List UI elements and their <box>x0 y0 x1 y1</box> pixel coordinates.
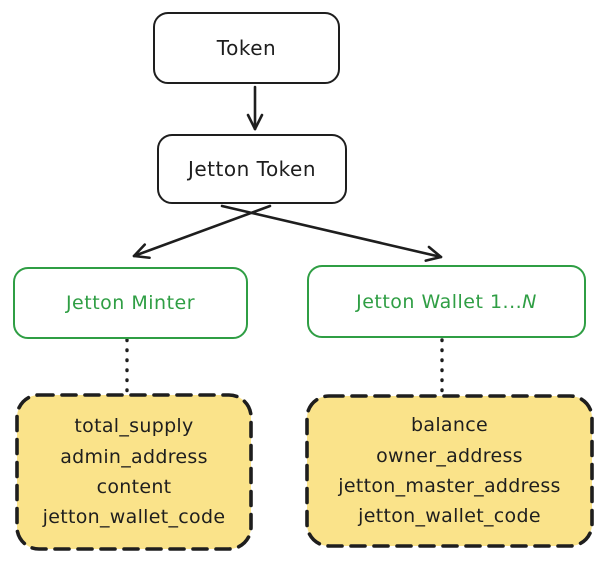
minter-fields-box <box>15 393 253 551</box>
field-content: content <box>96 476 172 498</box>
minter-fields-list: total_supply admin_address content jetto… <box>15 393 253 551</box>
node-jetton-minter-label: Jetton Minter <box>65 292 196 314</box>
arrow-jetton-token-to-wallet <box>220 204 443 262</box>
node-jetton-wallet-label-var: N <box>522 290 537 313</box>
wallet-fields-box <box>305 394 594 548</box>
node-jetton-minter: Jetton Minter <box>13 267 248 339</box>
field-owner-address: owner_address <box>376 444 523 467</box>
wallet-fields-list: balance owner_address jetton_master_addr… <box>305 394 594 548</box>
node-jetton-token: Jetton Token <box>157 134 347 204</box>
node-jetton-token-label: Jetton Token <box>187 157 317 181</box>
field-jetton-wallet-code: jetton_wallet_code <box>42 506 226 529</box>
node-jetton-wallet-label: Jetton Wallet 1... <box>356 290 523 313</box>
field-total-supply: total_supply <box>74 415 194 438</box>
field-jetton-master-address: jetton_master_address <box>338 475 561 497</box>
arrow-jetton-token-to-minter <box>132 204 272 260</box>
field-balance: balance <box>411 414 488 437</box>
field-jetton-wallet-code: jetton_wallet_code <box>358 505 541 528</box>
node-token: Token <box>153 12 340 84</box>
field-admin-address: admin_address <box>60 445 208 468</box>
node-token-label: Token <box>216 36 277 60</box>
node-jetton-wallet: Jetton Wallet 1...N <box>307 265 586 338</box>
